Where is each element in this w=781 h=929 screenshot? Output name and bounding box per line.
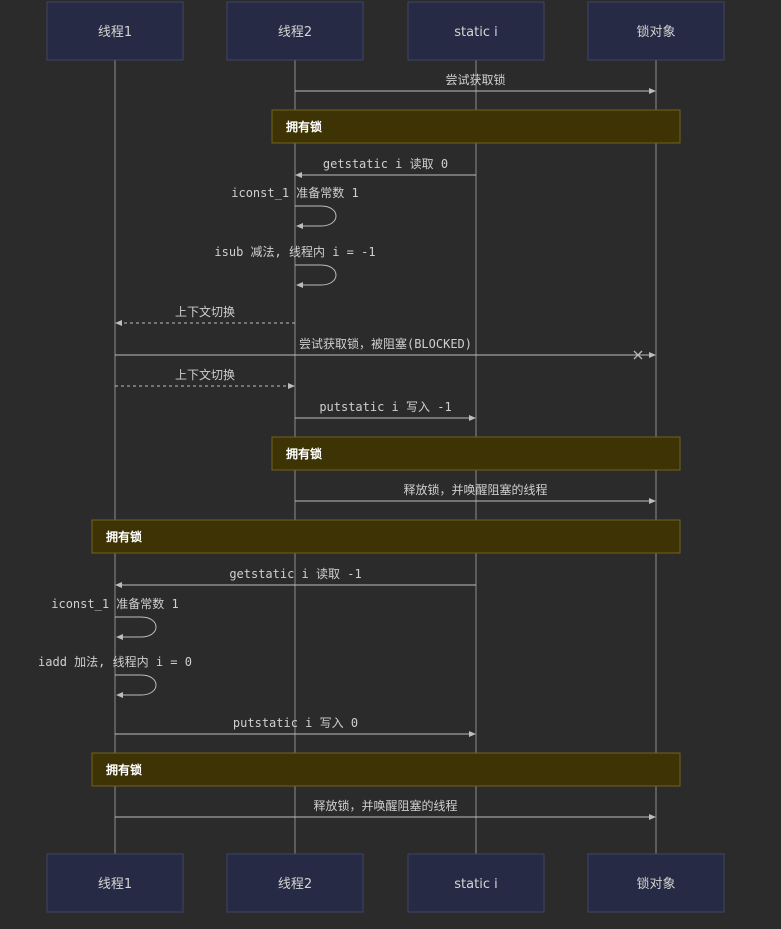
actor-label: static i: [454, 877, 497, 892]
arrowhead: [115, 320, 122, 326]
arrowhead: [295, 172, 302, 178]
actor-lock-top: 锁对象: [587, 1, 725, 61]
self-loop: [295, 205, 337, 227]
note-box: [91, 519, 681, 554]
note-1: 拥有锁: [271, 109, 681, 144]
note-16: 拥有锁: [91, 752, 681, 787]
actor-box: [587, 1, 725, 61]
self-loop: [115, 674, 157, 696]
message-label: putstatic i 写入 -1: [319, 400, 451, 414]
message-label: iconst_1 准备常数 1: [231, 185, 358, 200]
message-7: 上下文切换: [115, 367, 295, 389]
actor-label: 线程2: [278, 25, 312, 40]
actor-label: 线程1: [98, 25, 132, 40]
message-10: 释放锁，并唤醒阻塞的线程: [295, 482, 656, 504]
actor-box: [226, 853, 364, 913]
message-label: putstatic i 写入 0: [233, 716, 358, 730]
note-label: 拥有锁: [286, 446, 322, 461]
self-message-14: iadd 加法, 线程内 i = 0: [38, 654, 192, 698]
arrowhead: [116, 634, 123, 640]
self-message-13: iconst_1 准备常数 1: [51, 596, 179, 640]
note-box: [271, 436, 681, 471]
actor-si-top: static i: [407, 1, 545, 61]
message-label: 释放锁，并唤醒阻塞的线程: [313, 798, 457, 813]
arrowhead: [649, 352, 656, 358]
self-loop: [115, 616, 157, 638]
message-15: putstatic i 写入 0: [115, 716, 476, 737]
message-label: getstatic i 读取 -1: [229, 567, 361, 581]
message-8: putstatic i 写入 -1: [295, 400, 476, 421]
arrowhead: [649, 88, 656, 94]
message-label: isub 减法, 线程内 i = -1: [214, 244, 375, 259]
actor-box: [407, 853, 545, 913]
actor-si-bottom: static i: [407, 853, 545, 913]
arrowhead: [116, 692, 123, 698]
message-label: getstatic i 读取 0: [323, 157, 448, 171]
message-label: 上下文切换: [175, 304, 235, 319]
arrowhead: [649, 498, 656, 504]
message-5: 上下文切换: [115, 304, 295, 326]
actor-label: 锁对象: [636, 876, 675, 892]
arrowhead: [469, 731, 476, 737]
note-label: 拥有锁: [106, 762, 142, 777]
actor-t1-bottom: 线程1: [46, 853, 184, 913]
arrowhead: [115, 582, 122, 588]
self-message-4: isub 减法, 线程内 i = -1: [214, 244, 376, 288]
note-9: 拥有锁: [271, 436, 681, 471]
actor-t2-bottom: 线程2: [226, 853, 364, 913]
arrowhead: [469, 415, 476, 421]
actor-box: [407, 1, 545, 61]
arrowhead: [296, 282, 303, 288]
note-box: [271, 109, 681, 144]
actor-t1-top: 线程1: [46, 1, 184, 61]
note-label: 拥有锁: [286, 119, 322, 134]
actor-lock-bottom: 锁对象: [587, 853, 725, 913]
message-12: getstatic i 读取 -1: [115, 567, 476, 588]
message-6: 尝试获取锁，被阻塞(BLOCKED): [115, 336, 656, 360]
note-label: 拥有锁: [106, 529, 142, 544]
message-17: 释放锁，并唤醒阻塞的线程: [115, 798, 656, 820]
message-2: getstatic i 读取 0: [295, 157, 476, 178]
arrowhead: [296, 223, 303, 229]
actor-label: static i: [454, 25, 497, 40]
message-0: 尝试获取锁: [295, 72, 656, 94]
actor-label: 线程2: [278, 877, 312, 892]
actor-label: 锁对象: [636, 24, 675, 40]
message-label: iadd 加法, 线程内 i = 0: [38, 654, 192, 669]
actor-box: [46, 1, 184, 61]
arrowhead: [288, 383, 295, 389]
actor-box: [46, 853, 184, 913]
self-message-3: iconst_1 准备常数 1: [231, 185, 359, 229]
note-11: 拥有锁: [91, 519, 681, 554]
note-box: [91, 752, 681, 787]
message-label: 尝试获取锁，被阻塞(BLOCKED): [299, 336, 472, 351]
actor-box: [226, 1, 364, 61]
actor-label: 线程1: [98, 877, 132, 892]
message-label: 释放锁，并唤醒阻塞的线程: [403, 482, 547, 497]
message-label: 尝试获取锁: [445, 72, 505, 87]
message-label: 上下文切换: [175, 367, 235, 382]
cross-icon: [633, 350, 643, 360]
actor-t2-top: 线程2: [226, 1, 364, 61]
self-loop: [295, 264, 337, 286]
arrowhead: [649, 814, 656, 820]
actor-box: [587, 853, 725, 913]
message-label: iconst_1 准备常数 1: [51, 596, 178, 611]
